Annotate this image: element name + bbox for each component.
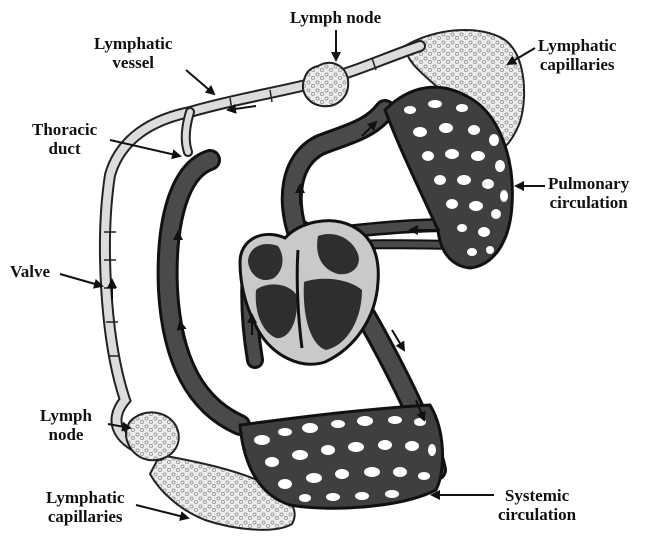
label-lymph-node-bottom-line2: node: [40, 425, 92, 444]
label-lymph-node-bottom-line1: Lymph: [40, 406, 92, 425]
label-systemic-circulation: Systemic circulation: [498, 486, 576, 524]
label-valve: Valve: [10, 262, 50, 281]
label-lymphatic-capillaries-bottom-line1: Lymphatic: [46, 488, 124, 507]
label-valve-text: Valve: [10, 262, 50, 281]
leader-valve: [60, 274, 102, 286]
label-thoracic-duct-line2: duct: [32, 139, 97, 158]
label-thoracic-duct: Thoracic duct: [32, 120, 97, 158]
lymph-node-bottom: [126, 412, 179, 460]
label-lymphatic-capillaries-bottom: Lymphatic capillaries: [46, 488, 124, 526]
label-lymphatic-capillaries-top-line2: capillaries: [538, 55, 616, 74]
label-lymph-node-bottom: Lymph node: [40, 406, 92, 444]
label-pulmonary-circulation: Pulmonary circulation: [548, 174, 629, 212]
label-pulmonary-circulation-line2: circulation: [548, 193, 629, 212]
label-pulmonary-circulation-line1: Pulmonary: [548, 174, 629, 193]
label-lymph-node-top-text: Lymph node: [290, 8, 381, 27]
label-lymph-node-top: Lymph node: [290, 8, 381, 27]
label-lymphatic-vessel-line1: Lymphatic: [94, 34, 172, 53]
lymph-node-top: [303, 63, 348, 106]
label-systemic-circulation-line2: circulation: [498, 505, 576, 524]
label-lymphatic-capillaries-top: Lymphatic capillaries: [538, 36, 616, 74]
label-systemic-circulation-line1: Systemic: [498, 486, 576, 505]
label-lymphatic-capillaries-top-line1: Lymphatic: [538, 36, 616, 55]
label-thoracic-duct-line1: Thoracic: [32, 120, 97, 139]
label-lymphatic-capillaries-bottom-line2: capillaries: [46, 507, 124, 526]
label-lymphatic-vessel: Lymphatic vessel: [94, 34, 172, 72]
leader-lymphatic-vessel: [186, 70, 214, 94]
label-lymphatic-vessel-line2: vessel: [94, 53, 172, 72]
